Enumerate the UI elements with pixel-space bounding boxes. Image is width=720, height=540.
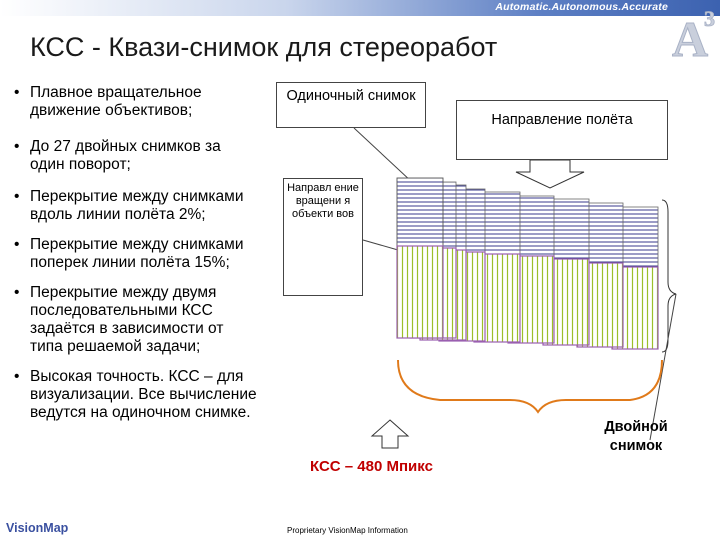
- frame-top: [396, 177, 444, 247]
- visionmap-logo: VisionMap: [6, 521, 69, 535]
- single-frame-callout: Одиночный снимок: [276, 82, 426, 128]
- bullet-item: До 27 двойных снимков за один поворот;: [6, 138, 256, 174]
- header-banner: Automatic.Autonomous.Accurate: [0, 0, 720, 16]
- frame-strip: [396, 177, 659, 350]
- a3-logo-icon: A 3: [672, 6, 716, 64]
- slide-title: КСС - Квази-снимок для стереоработ: [30, 32, 498, 62]
- bullet-item: Высокая точность. КСС – для визуализации…: [6, 368, 260, 422]
- logo-letter: A: [672, 11, 708, 64]
- flight-arrow-icon: [515, 159, 585, 189]
- bullet-list: Плавное вращательное движение объективов…: [6, 84, 257, 422]
- logo-superscript: 3: [704, 6, 715, 31]
- lens-rotation-callout: Направл ение вращени я объекти вов: [283, 178, 363, 296]
- ksc-brace: [397, 359, 663, 414]
- bullet-item: Плавное вращательное движение объективов…: [6, 84, 256, 120]
- bullet-item: Перекрытие между двумя последовательными…: [6, 284, 256, 356]
- double-frame-label: Двойной снимок: [604, 419, 668, 454]
- frame-bottom: [396, 245, 444, 339]
- bullet-item: Перекрытие между снимками поперек линии …: [6, 236, 256, 272]
- double-frame-brace: [661, 199, 677, 353]
- rotation-pointer: [362, 239, 399, 251]
- ksc-label: КСС – 480 Мпикс: [310, 458, 433, 475]
- footer-note: Proprietary VisionMap Information: [287, 526, 408, 535]
- flight-direction-callout: Направление полёта: [456, 100, 668, 160]
- slogan-text: Automatic.Autonomous.Accurate: [495, 1, 668, 13]
- double-frame-pointer: [649, 293, 677, 441]
- ksc-arrow-icon: [370, 419, 410, 449]
- bullet-item: Перекрытие между снимками вдоль линии по…: [6, 188, 256, 224]
